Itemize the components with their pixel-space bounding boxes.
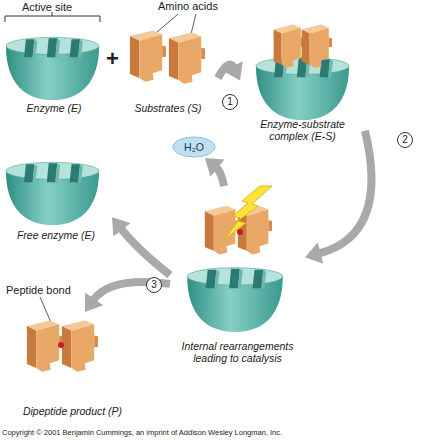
active-site-bracket [5, 12, 100, 22]
callout-number: 2 [397, 132, 413, 148]
arrow-head [205, 158, 224, 177]
part-label: Amino acids [158, 0, 218, 12]
arrow-shaft [319, 131, 372, 254]
amino-acid-block [169, 32, 205, 83]
node-box: Internal rearrangements leading to catal… [170, 186, 305, 364]
amino-acid-block [62, 320, 98, 371]
node-label: Substrates (S) [120, 102, 216, 114]
node-box: Enzyme-substrate complex (E-S) [240, 30, 365, 142]
arrow-head [85, 293, 103, 312]
copyright-note: Copyright © 2001 Benjamin Cummings, an i… [2, 428, 282, 437]
arrow-shaft [121, 228, 170, 275]
bond-dot [237, 229, 243, 235]
node-box: Free enzyme (E) [0, 146, 112, 241]
node-label: H₂O [184, 141, 204, 153]
peptide-bond-dot [58, 342, 64, 348]
node-label: Enzyme-substrate complex (E-S) [253, 118, 353, 142]
part-label: Peptide bond [6, 284, 71, 296]
node-box: Enzyme (E) [0, 22, 108, 114]
arrow-head [305, 243, 323, 264]
part-label: Active site [22, 1, 72, 13]
node-label: Internal rearrangements leading to catal… [172, 340, 304, 364]
amino-acid-block [27, 320, 63, 371]
lightning-bolt [224, 186, 272, 240]
node-label: Enzyme (E) [4, 102, 104, 114]
arrow-head [112, 217, 131, 236]
process-arrow [112, 217, 170, 275]
node-box: Dipeptide product (P) [10, 312, 135, 417]
callout-number: 3 [146, 277, 162, 293]
amino-acid-block [274, 25, 304, 68]
enzyme-bowl [6, 162, 99, 225]
arrow-head [223, 61, 243, 80]
node-label: Free enzyme (E) [2, 229, 110, 241]
arrow-shaft [216, 167, 224, 186]
amino-acid-block [130, 30, 166, 81]
node-box: Substrates (S) [118, 24, 218, 114]
process-arrow [205, 158, 224, 186]
enzyme-bowl [256, 57, 349, 120]
process-arrow [218, 61, 243, 80]
node-label: Dipeptide product (P) [13, 405, 133, 417]
enzyme-bowl [6, 37, 99, 100]
callout-number: 1 [222, 94, 238, 110]
amino-acid-block [302, 25, 332, 68]
plus-sign: + [106, 46, 119, 72]
enzyme-bowl [187, 268, 283, 332]
water-ellipse: H₂O [172, 136, 216, 158]
process-arrow [305, 131, 371, 264]
